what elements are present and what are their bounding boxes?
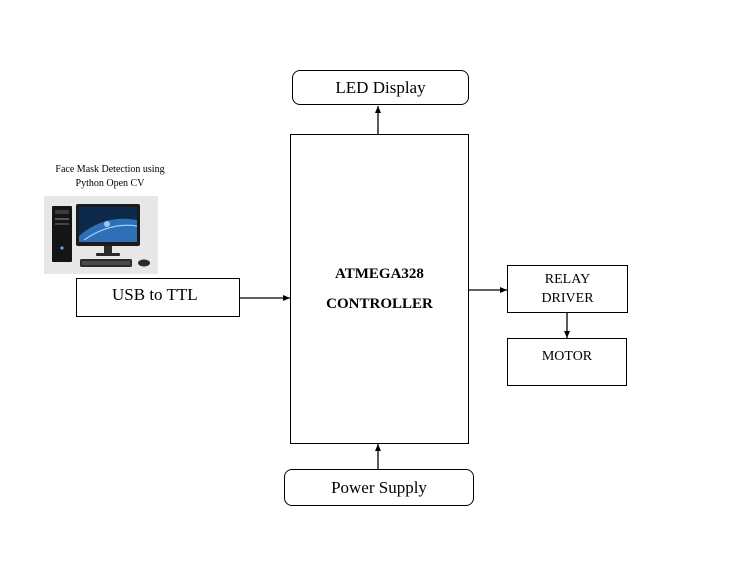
power-supply-label: Power Supply [331, 477, 427, 497]
controller-label-line1: ATMEGA328 [335, 266, 424, 282]
usb-to-ttl-box: USB to TTL [76, 278, 240, 317]
power-supply-box: Power Supply [284, 469, 474, 506]
led-display-label: LED Display [335, 77, 426, 97]
pc-caption: Face Mask Detection using Python Open CV [40, 163, 180, 191]
relay-driver-box: RELAY DRIVER [507, 265, 628, 313]
desktop-computer-icon [44, 196, 158, 274]
controller-box: ATMEGA328 CONTROLLER [290, 134, 469, 444]
pc-caption-line1: Face Mask Detection using [55, 164, 165, 175]
controller-label-line2: CONTROLLER [326, 296, 433, 312]
led-display-box: LED Display [292, 70, 469, 105]
relay-driver-label-line2: DRIVER [541, 291, 594, 306]
relay-driver-label-line1: RELAY [544, 272, 591, 287]
motor-label: MOTOR [541, 349, 593, 364]
motor-box: MOTOR [507, 338, 627, 386]
usb-to-ttl-label: USB to TTL [112, 285, 198, 304]
pc-caption-line2: Python Open CV [75, 178, 145, 189]
